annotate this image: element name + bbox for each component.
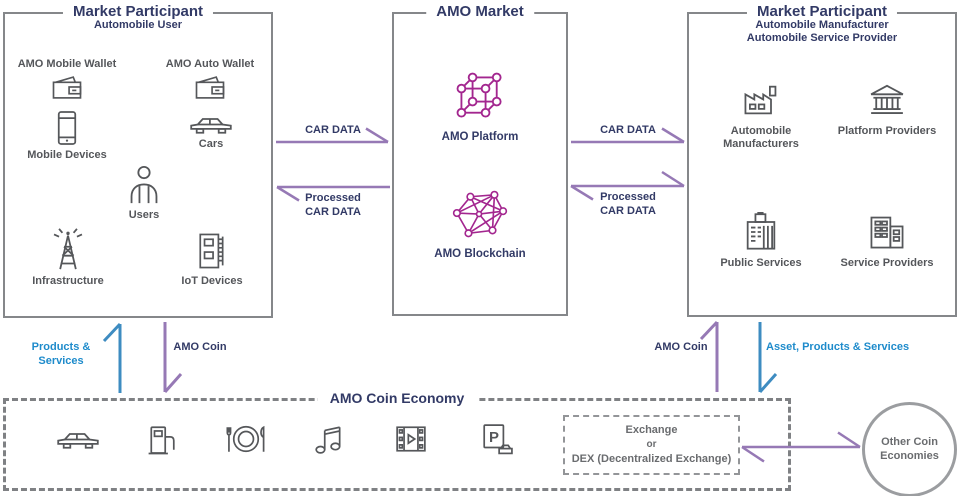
amo-coin-right-arrow — [699, 320, 719, 392]
item-label: Service Providers — [840, 257, 934, 269]
music-icon — [305, 415, 353, 463]
dining-icon — [222, 415, 270, 463]
item-label: Platform Providers — [837, 125, 937, 137]
person-icon — [127, 164, 161, 206]
item-label: Automobile Manufacturers — [723, 125, 799, 151]
label-amo-coin-left: AMO Coin — [173, 341, 227, 353]
left-box-subtitle: Automobile User — [93, 19, 182, 31]
parking-letter: P — [489, 429, 499, 446]
exchange-line-3: DEX (Decentralized Exchange) — [571, 453, 732, 465]
bank-icon — [867, 78, 907, 122]
right-box-subtitle-1: Automobile Manufacturer — [755, 19, 889, 31]
mesh-network-icon — [451, 190, 509, 240]
amo-market-box: AMO Market AMO Platform — [392, 3, 568, 316]
item-label: AMO Mobile Wallet — [17, 58, 117, 70]
item-label: Infrastructure — [32, 275, 104, 287]
amo-coin-economy-box: AMO Coin Economy — [3, 390, 791, 491]
item-automobile-manufacturers: Automobile Manufacturers — [703, 78, 819, 151]
item-label: Cars — [198, 138, 224, 150]
item-label: Users — [128, 209, 160, 221]
asset-products-services-arrow — [758, 322, 778, 393]
label-processed-car-data-left: Processed CAR DATA — [305, 192, 361, 218]
wallet-icon — [194, 74, 226, 101]
label-car-data-right: CAR DATA — [600, 124, 656, 136]
car-icon — [54, 415, 102, 463]
car-icon — [189, 114, 233, 135]
video-icon — [387, 415, 435, 463]
item-label: Mobile Devices — [27, 149, 107, 161]
item-label: AMO Platform — [441, 131, 519, 143]
left-box-title: Market Participant — [62, 3, 214, 20]
item-amo-auto-wallet: AMO Auto Wallet — [151, 58, 269, 101]
label-amo-coin-right: AMO Coin — [654, 341, 708, 353]
exchange-line-2: or — [646, 439, 657, 450]
center-box-title: AMO Market — [426, 3, 534, 20]
factory-icon — [741, 78, 781, 122]
circuit-board-icon — [196, 230, 228, 272]
item-infrastructure: Infrastructure — [25, 226, 111, 288]
economy-title: AMO Coin Economy — [317, 390, 477, 406]
wallet-icon — [51, 74, 83, 101]
item-platform-providers: Platform Providers — [829, 78, 945, 138]
label-asset-products-services: Asset, Products & Services — [766, 341, 910, 353]
other-circle-label: Other Coin Economies — [880, 435, 939, 462]
left-market-participant-box: Market Participant Automobile User AMO M… — [3, 3, 273, 318]
item-amo-mobile-wallet: AMO Mobile Wallet — [11, 58, 123, 101]
item-amo-blockchain: AMO Blockchain — [394, 190, 566, 260]
label-processed-car-data-right: Processed CAR DATA — [600, 191, 656, 217]
label-products-services: Products & Services — [31, 341, 91, 367]
right-market-participant-box: Market Participant Automobile Manufactur… — [687, 3, 957, 317]
item-public-services: Public Services — [703, 210, 819, 270]
cube-network-icon — [454, 70, 506, 122]
parking-icon: P — [473, 415, 521, 463]
signal-tower-icon — [49, 226, 87, 272]
office-buildings-icon — [867, 210, 907, 254]
label-car-data-left: CAR DATA — [305, 124, 361, 136]
smartphone-icon — [56, 110, 78, 146]
exchange-line-1: Exchange — [625, 423, 678, 436]
amo-coin-left-arrow — [163, 322, 183, 393]
right-box-subtitle-2: Automobile Service Provider — [746, 32, 898, 44]
item-users: Users — [105, 164, 183, 222]
item-service-providers: Service Providers — [829, 210, 945, 270]
item-iot-devices: IoT Devices — [169, 230, 255, 288]
item-label: AMO Auto Wallet — [165, 58, 255, 70]
item-amo-platform: AMO Platform — [394, 70, 566, 143]
right-box-title: Market Participant — [746, 3, 898, 20]
item-label: AMO Blockchain — [434, 248, 526, 260]
fuel-pump-icon — [138, 415, 186, 463]
item-mobile-devices: Mobile Devices — [27, 110, 107, 162]
exchange-dex-box: Exchange or DEX (Decentralized Exchange) — [563, 415, 740, 475]
item-cars: Cars — [171, 114, 251, 151]
other-coin-economies-circle: Other Coin Economies — [862, 402, 957, 496]
government-building-icon — [742, 210, 780, 254]
item-label: Public Services — [720, 257, 802, 269]
item-label: IoT Devices — [181, 275, 243, 287]
